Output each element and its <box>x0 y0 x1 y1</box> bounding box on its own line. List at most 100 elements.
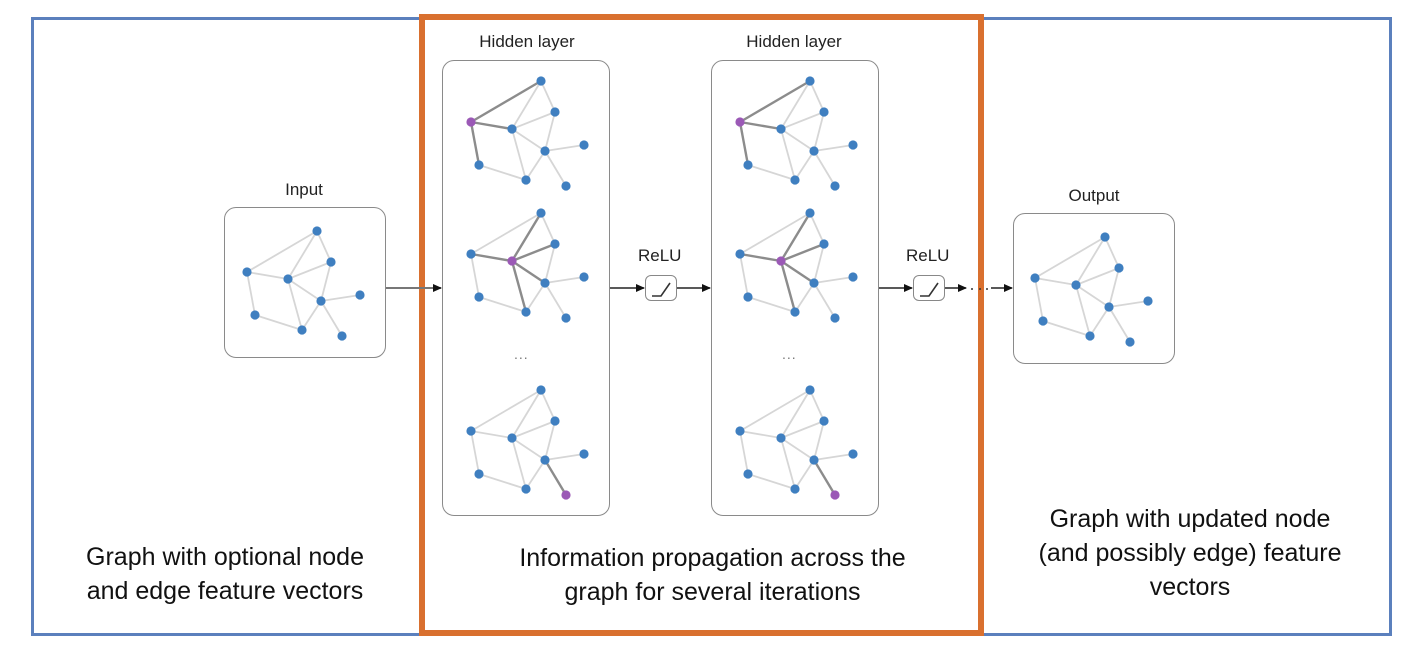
graph-node <box>830 313 840 323</box>
graph-node <box>743 160 753 170</box>
highlighted-edge <box>511 260 546 284</box>
caption-left: Graph with optional node and edge featur… <box>40 540 410 608</box>
graph-edge <box>511 128 546 152</box>
graph-node <box>507 124 517 134</box>
graph-edge <box>794 282 815 313</box>
highlighted-edge <box>779 260 797 313</box>
relu-2-label: ReLU <box>906 246 950 265</box>
caption-middle-line-1: Information propagation across the <box>519 544 906 572</box>
graph-edge <box>747 473 796 490</box>
output-panel <box>1013 213 1175 364</box>
graphs <box>242 76 1153 500</box>
graph-edge <box>544 282 567 319</box>
graph-edge <box>739 253 749 298</box>
graph-edge <box>813 144 854 152</box>
graph-edge <box>478 296 527 313</box>
graph-node <box>536 76 546 86</box>
graph-edge <box>525 282 546 313</box>
graph-edge <box>1108 306 1131 343</box>
highlighted-node <box>830 490 840 500</box>
graph-edge <box>1075 267 1120 286</box>
graph-node <box>790 484 800 494</box>
graph-edge <box>478 473 527 490</box>
graph-edge <box>739 430 749 475</box>
graph-node <box>776 124 786 134</box>
graph-edge <box>511 80 542 130</box>
caption-right-line-3: vectors <box>1149 573 1231 601</box>
graph-node <box>550 416 560 426</box>
graph-edge <box>320 261 332 302</box>
graph-edge <box>780 111 825 130</box>
graph-edge <box>511 389 542 439</box>
graph-edge <box>1075 284 1110 308</box>
graph-node <box>579 140 589 150</box>
graph-edge <box>544 276 585 284</box>
graph-edge <box>511 437 546 461</box>
graph-node <box>540 278 550 288</box>
hidden-layer-1-graph-2 <box>466 208 589 323</box>
highlighted-edge <box>543 459 568 496</box>
graph-node <box>805 385 815 395</box>
graph-edge <box>470 389 542 432</box>
graph-edge <box>525 459 546 490</box>
graph-edge <box>287 230 318 280</box>
graph-node <box>1104 302 1114 312</box>
highlighted-edge <box>780 260 815 284</box>
graph-edge <box>747 164 796 181</box>
input-label: Input <box>285 180 323 199</box>
highlighted-node <box>561 490 571 500</box>
graph-edge <box>511 420 556 439</box>
relu-2-icon <box>920 282 939 297</box>
graph-node <box>809 455 819 465</box>
graph-edge <box>809 80 825 113</box>
output-graph <box>1030 232 1153 347</box>
arrows <box>386 284 1013 292</box>
graph-node <box>805 76 815 86</box>
graph-edge <box>301 300 322 331</box>
graph-node <box>466 249 476 259</box>
caption-left-line-2: and edge feature vectors <box>86 577 364 605</box>
graph-node <box>355 290 365 300</box>
graph-edge <box>511 111 556 130</box>
graph-edge <box>544 243 556 284</box>
graph-node <box>242 267 252 277</box>
hidden-layer-1-panel <box>442 60 610 516</box>
graph-edge <box>287 278 303 331</box>
highlighted-edge <box>469 121 481 166</box>
graph-edge <box>739 389 811 432</box>
output-label: Output <box>1068 186 1120 205</box>
graph-edge <box>246 271 289 280</box>
graph-node <box>550 107 560 117</box>
graph-edge <box>316 230 332 263</box>
graph-node <box>830 181 840 191</box>
graph-edge <box>813 453 854 461</box>
graph-edge <box>320 300 343 337</box>
highlighted-edge <box>510 260 528 313</box>
graph-edge <box>525 150 546 181</box>
graph-edge <box>1108 267 1120 308</box>
graph-edge <box>747 296 796 313</box>
graph-edge <box>544 150 567 187</box>
graph-edge <box>246 230 318 273</box>
graph-node <box>326 257 336 267</box>
hidden-layer-2-graph-2 <box>735 208 858 323</box>
continuation-dots <box>971 288 988 290</box>
highlighted-node <box>507 256 517 266</box>
graph-edge <box>780 437 815 461</box>
graph-edge <box>1104 236 1120 269</box>
graph-node <box>1143 296 1153 306</box>
graph-edge <box>1075 284 1091 337</box>
graph-node <box>1114 263 1124 273</box>
highlighted-edge <box>739 120 782 131</box>
graph-edge <box>544 144 585 152</box>
graph-edge <box>478 164 527 181</box>
graph-node <box>819 107 829 117</box>
highlighted-edge <box>511 242 556 263</box>
graph-edge <box>320 294 361 302</box>
propagation-frame <box>419 14 984 636</box>
caption-left-line-1: Graph with optional node <box>86 543 364 571</box>
relu-1-label: ReLU <box>638 246 682 265</box>
graph-edge <box>246 271 256 316</box>
hidden-layer-2-panel <box>711 60 879 516</box>
